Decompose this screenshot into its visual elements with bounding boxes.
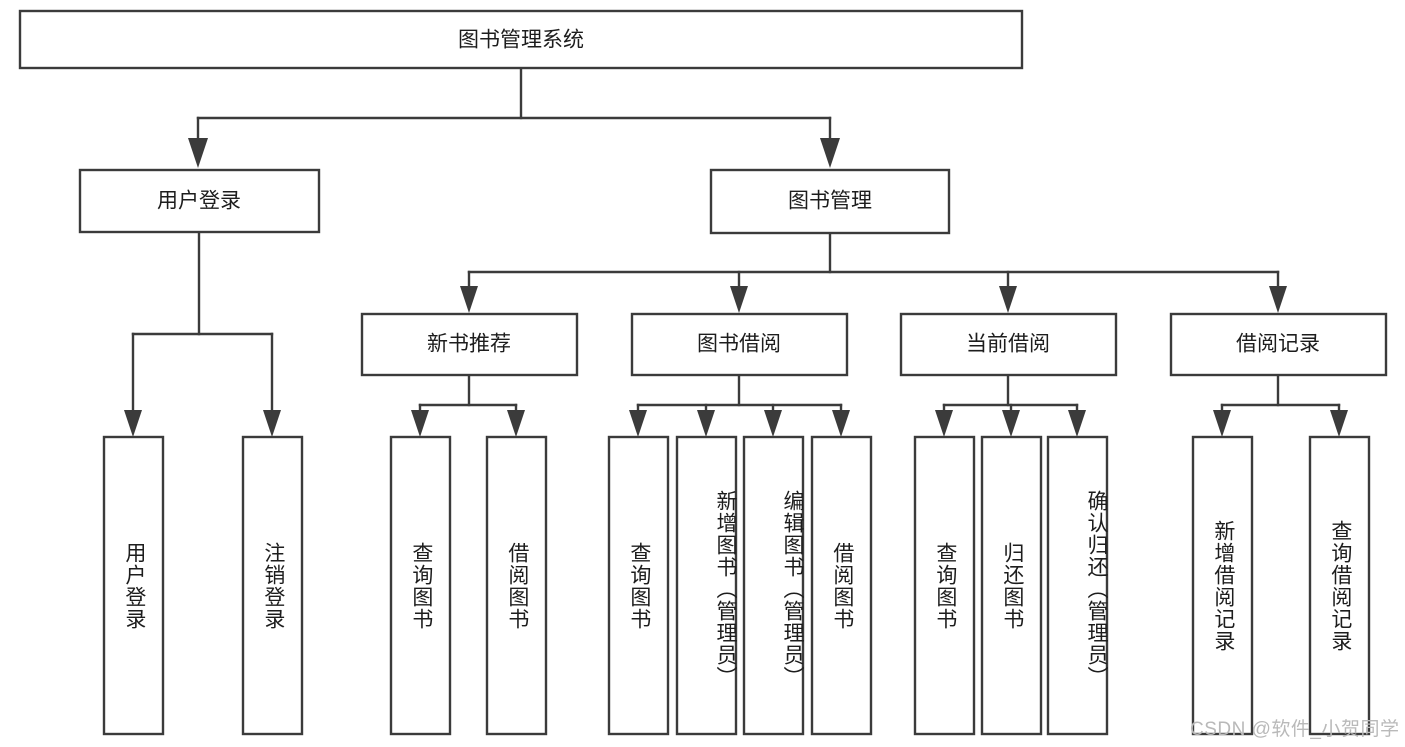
- node-current-borrow[interactable]: [899, 312, 1118, 377]
- arrowhead-leaf-add-book: [697, 410, 715, 437]
- arrowhead-user-login: [188, 138, 208, 168]
- node-user-login[interactable]: [78, 168, 321, 234]
- leaf-box-query-book-1[interactable]: [389, 435, 452, 736]
- leaf-box-logout[interactable]: [241, 435, 304, 736]
- leaf-box-add-book[interactable]: [675, 435, 738, 736]
- connector-group-borrow: [629, 373, 850, 437]
- node-root-label: 图书管理系统: [458, 29, 584, 52]
- leaf-box-return-book[interactable]: [980, 435, 1043, 736]
- node-borrow-record-label: 借阅记录: [1236, 333, 1320, 356]
- node-root[interactable]: [18, 9, 1024, 70]
- arrowhead-borrow: [730, 286, 748, 313]
- arrowhead-record: [1269, 286, 1287, 313]
- arrowhead-leaf-user-login: [124, 410, 142, 437]
- leaf-box-add-record[interactable]: [1191, 435, 1254, 736]
- leaf-box-borrow-book-1[interactable]: [485, 435, 548, 736]
- arrowhead-leaf-borrow-book-2: [832, 410, 850, 437]
- leaf-box-user-login[interactable]: [102, 435, 165, 736]
- arrowhead-leaf-query-book-3: [935, 410, 953, 437]
- arrowhead-current: [999, 286, 1017, 313]
- leaf-box-query-book-3[interactable]: [913, 435, 976, 736]
- arrowhead-leaf-add-record: [1213, 410, 1231, 437]
- arrowhead-leaf-confirm-return: [1068, 410, 1086, 437]
- arrowhead-leaf-edit-book: [764, 410, 782, 437]
- arrowhead-newbook: [460, 286, 478, 313]
- connector-group-newbook: [411, 373, 525, 437]
- leaf-box-borrow-book-2[interactable]: [810, 435, 873, 736]
- node-book-manage-label: 图书管理: [788, 190, 872, 213]
- connector-group-record: [1213, 373, 1348, 437]
- leaf-box-confirm-return[interactable]: [1046, 435, 1109, 736]
- node-borrow-record[interactable]: [1169, 312, 1388, 377]
- node-new-book-recommend[interactable]: [360, 312, 579, 377]
- arrowhead-leaf-return-book: [1002, 410, 1020, 437]
- arrowhead-leaf-logout: [263, 410, 281, 437]
- arrowhead-leaf-query-book-1: [411, 410, 429, 437]
- leaf-box-edit-book[interactable]: [742, 435, 805, 736]
- arrowhead-leaf-query-record: [1330, 410, 1348, 437]
- csdn-watermark: CSDN @软件_小贺同学: [1190, 719, 1400, 740]
- node-book-manage[interactable]: [709, 168, 951, 235]
- connector-group-root: [188, 66, 840, 168]
- node-new-book-recommend-label: 新书推荐: [427, 333, 511, 356]
- arrowhead-leaf-query-book-2: [629, 410, 647, 437]
- connector-group-book-manage: [460, 231, 1287, 313]
- connector-group-user-login: [124, 230, 281, 437]
- leaf-box-query-record[interactable]: [1308, 435, 1371, 736]
- node-current-borrow-label: 当前借阅: [966, 333, 1050, 356]
- connector-group-current: [935, 373, 1086, 437]
- leaf-box-query-book-2[interactable]: [607, 435, 670, 736]
- node-book-borrow[interactable]: [630, 312, 849, 377]
- node-book-borrow-label: 图书借阅: [697, 333, 781, 356]
- arrowhead-leaf-borrow-book-1: [507, 410, 525, 437]
- node-user-login-label: 用户登录: [157, 190, 241, 213]
- arrowhead-book-manage: [820, 138, 840, 168]
